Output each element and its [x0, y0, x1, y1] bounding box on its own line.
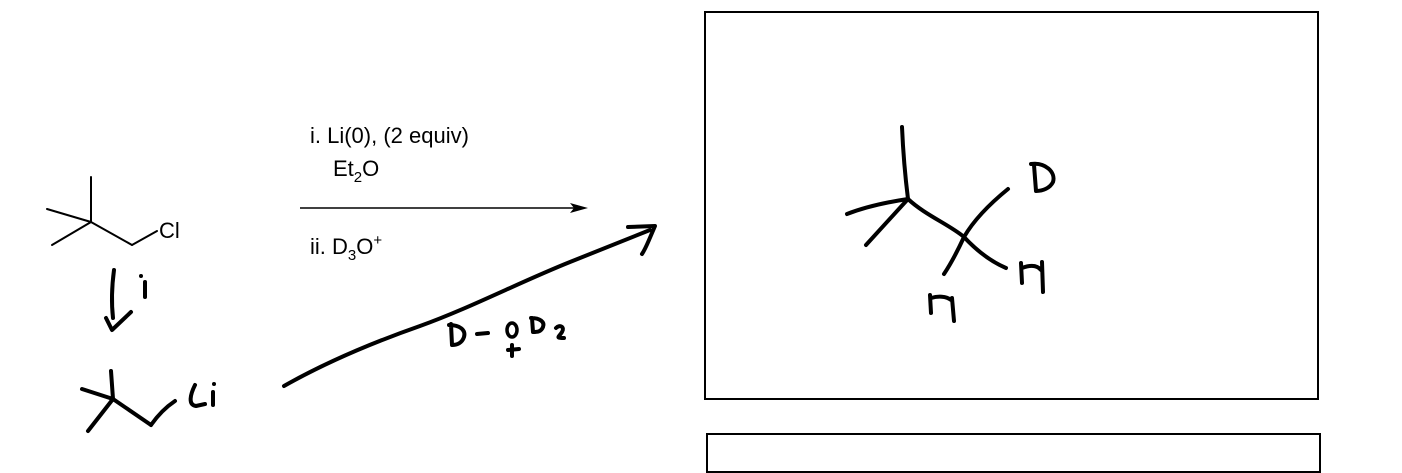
answer-box-1[interactable]	[704, 11, 1319, 400]
prod-bond-to-d	[962, 187, 1010, 239]
reagent-note	[447, 316, 566, 358]
prod-label-H-right	[1019, 260, 1045, 294]
product-structure	[845, 125, 1056, 323]
answer-box-2[interactable]	[706, 433, 1321, 473]
li-letter-L	[188, 383, 207, 408]
note-letter-D	[447, 322, 467, 347]
note-subscript-2	[554, 324, 566, 340]
prod-label-D	[1029, 161, 1056, 193]
note-letter-O	[505, 321, 519, 339]
down-arrow-head-icon	[104, 310, 133, 332]
condition-solvent: Et2O	[333, 156, 379, 186]
li-bond-lower	[86, 397, 115, 433]
prod-bond-left	[845, 197, 910, 216]
li-bond-left	[80, 387, 115, 401]
bond-methyl-left	[46, 208, 92, 223]
prod-bond-to-h-right	[962, 235, 1008, 270]
prod-bond-to-h-left	[942, 235, 966, 276]
prod-bond-c-c	[906, 197, 966, 239]
bond-methyl-lower	[51, 221, 92, 246]
chlorine-label: Cl	[159, 218, 180, 243]
step-label-i-dot	[139, 274, 143, 278]
li-letter-i-dot	[212, 382, 216, 386]
handwritten-long-arrow	[282, 224, 657, 388]
long-arrow-head-icon	[626, 224, 657, 256]
handwritten-step-arrow	[104, 268, 147, 332]
bond-to-ch2	[90, 221, 133, 246]
prod-label-H-left	[928, 293, 956, 323]
note-letter-D2	[529, 316, 546, 334]
condition-step-i: i. Li(0), (2 equiv)	[310, 123, 469, 148]
condition-step-ii: ii. D3O+	[310, 232, 382, 264]
bond-to-cl	[131, 230, 158, 246]
long-arrow-shaft	[282, 228, 652, 388]
li-bond-ch2	[111, 397, 153, 427]
reaction-conditions: i. Li(0), (2 equiv) Et2O ii. D3O+	[300, 123, 588, 264]
prod-bond-top	[900, 125, 910, 201]
note-plus-charge	[506, 343, 521, 358]
reaction-canvas: Cl i. Li(0), (2 equiv) Et2O ii. D3O+	[46, 123, 1056, 433]
li-bond-to-li	[149, 399, 177, 427]
organolithium-intermediate	[80, 369, 216, 433]
li-bond-top	[109, 369, 115, 401]
prod-bond-lower	[864, 197, 910, 247]
starting-material-structure: Cl	[46, 176, 180, 246]
note-dash	[475, 331, 490, 336]
reaction-arrow-head-icon	[570, 203, 588, 213]
down-arrow-shaft	[109, 268, 116, 320]
